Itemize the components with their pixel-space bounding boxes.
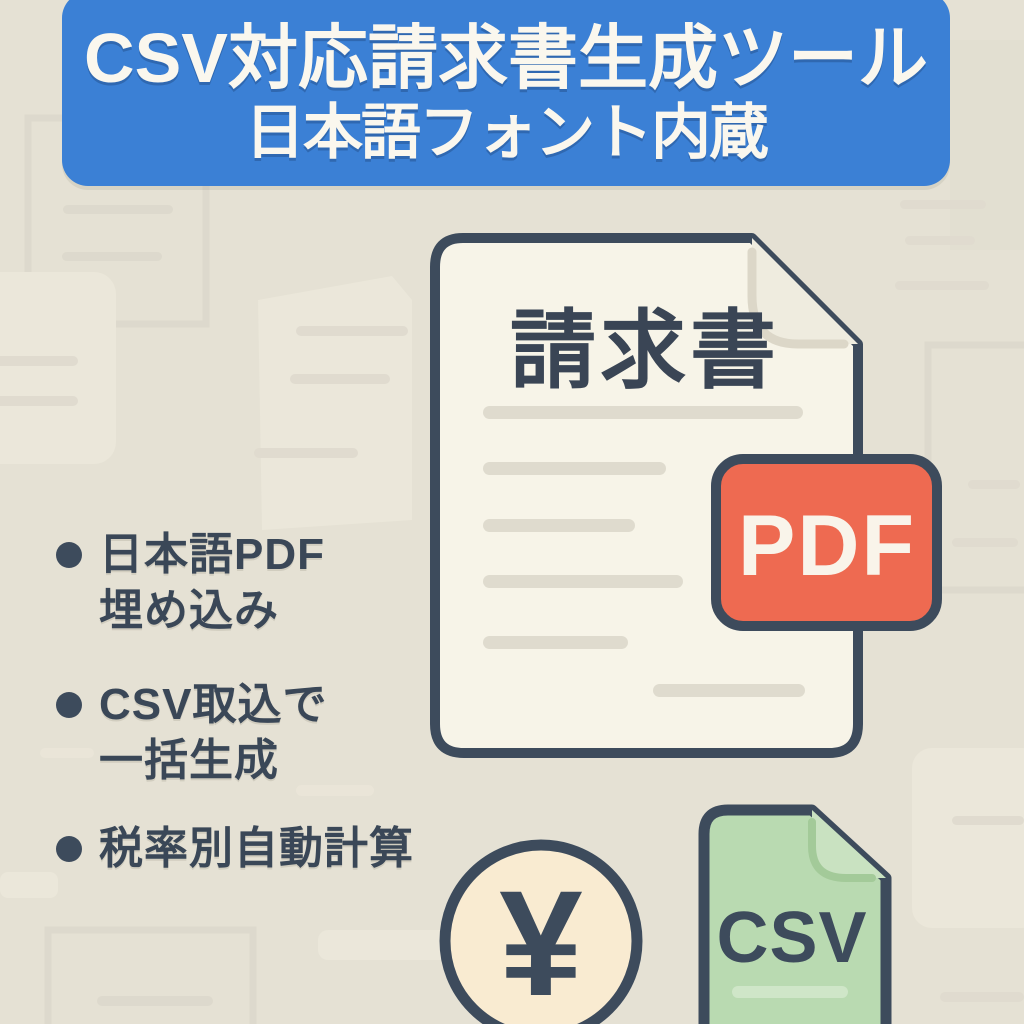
feature-line: 税率別自動計算 — [99, 824, 414, 873]
feature-line: 一括生成 — [99, 736, 279, 785]
ghost-patch — [0, 872, 58, 898]
bullet-dot — [56, 692, 82, 718]
ghost-doc-outline-bottom-left — [44, 926, 257, 1024]
ghost-doc-outline-right — [924, 341, 1024, 594]
ghost-line — [254, 448, 358, 458]
ghost-patch-right — [950, 40, 1024, 250]
bullet-dot — [56, 836, 82, 862]
pdf-badge-label: PDF — [738, 498, 916, 594]
ghost-line — [0, 396, 78, 406]
ghost-line — [968, 480, 1020, 489]
invoice-title: 請求書 — [510, 303, 780, 399]
ghost-line — [62, 252, 162, 261]
feature-text: CSV取込で 一括生成 — [99, 677, 327, 789]
ghost-doc-center — [258, 276, 412, 530]
ghost-line — [63, 205, 173, 214]
feature-item-tax-calculation: 税率別自動計算 — [56, 821, 414, 877]
csv-folded-corner — [812, 810, 886, 878]
placeholder-line — [483, 636, 628, 649]
csv-underline — [732, 986, 848, 998]
feature-line: 埋め込み — [99, 586, 279, 635]
banner-title-line-1: CSV対応請求書生成ツール — [84, 18, 928, 97]
ghost-line — [97, 996, 213, 1006]
feature-text: 日本語PDF 埋め込み — [99, 527, 325, 639]
invoice-folded-corner-crease — [747, 247, 849, 349]
feature-item-csv-import: CSV取込で 一括生成 — [56, 677, 327, 789]
invoice-folded-corner — [752, 238, 858, 344]
ghost-line — [296, 326, 408, 336]
yen-coin-icon: ¥ — [439, 839, 643, 1024]
ghost-line — [940, 992, 1024, 1002]
ghost-line — [952, 538, 1018, 547]
yen-coin-circle — [439, 839, 643, 1024]
pdf-badge: PDF — [711, 454, 942, 631]
placeholder-line — [483, 519, 635, 532]
csv-file-label: CSV — [716, 898, 867, 978]
feature-line: 日本語PDF — [99, 530, 325, 579]
ghost-line — [290, 374, 390, 384]
ghost-doc-bottom-right — [912, 748, 1024, 928]
pdf-badge-background — [711, 454, 942, 631]
ghost-line — [40, 748, 94, 758]
title-banner: CSV対応請求書生成ツール 日本語フォント内蔵 — [62, 0, 950, 186]
ghost-doc-left — [0, 272, 116, 464]
ghost-line — [296, 785, 374, 796]
csv-folded-corner-crease — [808, 818, 876, 882]
placeholder-line — [483, 575, 683, 588]
ghost-line — [952, 816, 1024, 825]
placeholder-line — [483, 406, 803, 419]
feature-text: 税率別自動計算 — [99, 821, 414, 877]
bullet-dot — [56, 542, 82, 568]
ghost-patch — [318, 930, 458, 960]
placeholder-line — [653, 684, 805, 697]
yen-symbol: ¥ — [499, 859, 582, 1024]
banner-title-line-2: 日本語フォント内蔵 — [245, 99, 769, 167]
feature-item-pdf-embedding: 日本語PDF 埋め込み — [56, 527, 325, 639]
ghost-line — [905, 236, 975, 245]
ghost-line — [895, 281, 989, 290]
ghost-line — [0, 356, 78, 366]
placeholder-line — [483, 462, 666, 475]
csv-file-icon: CSV — [698, 804, 892, 1024]
invoice-placeholder-lines — [483, 406, 805, 697]
background-ghost-shapes — [0, 40, 1024, 1024]
feature-line: CSV取込で — [99, 680, 328, 729]
ghost-line — [900, 200, 986, 209]
